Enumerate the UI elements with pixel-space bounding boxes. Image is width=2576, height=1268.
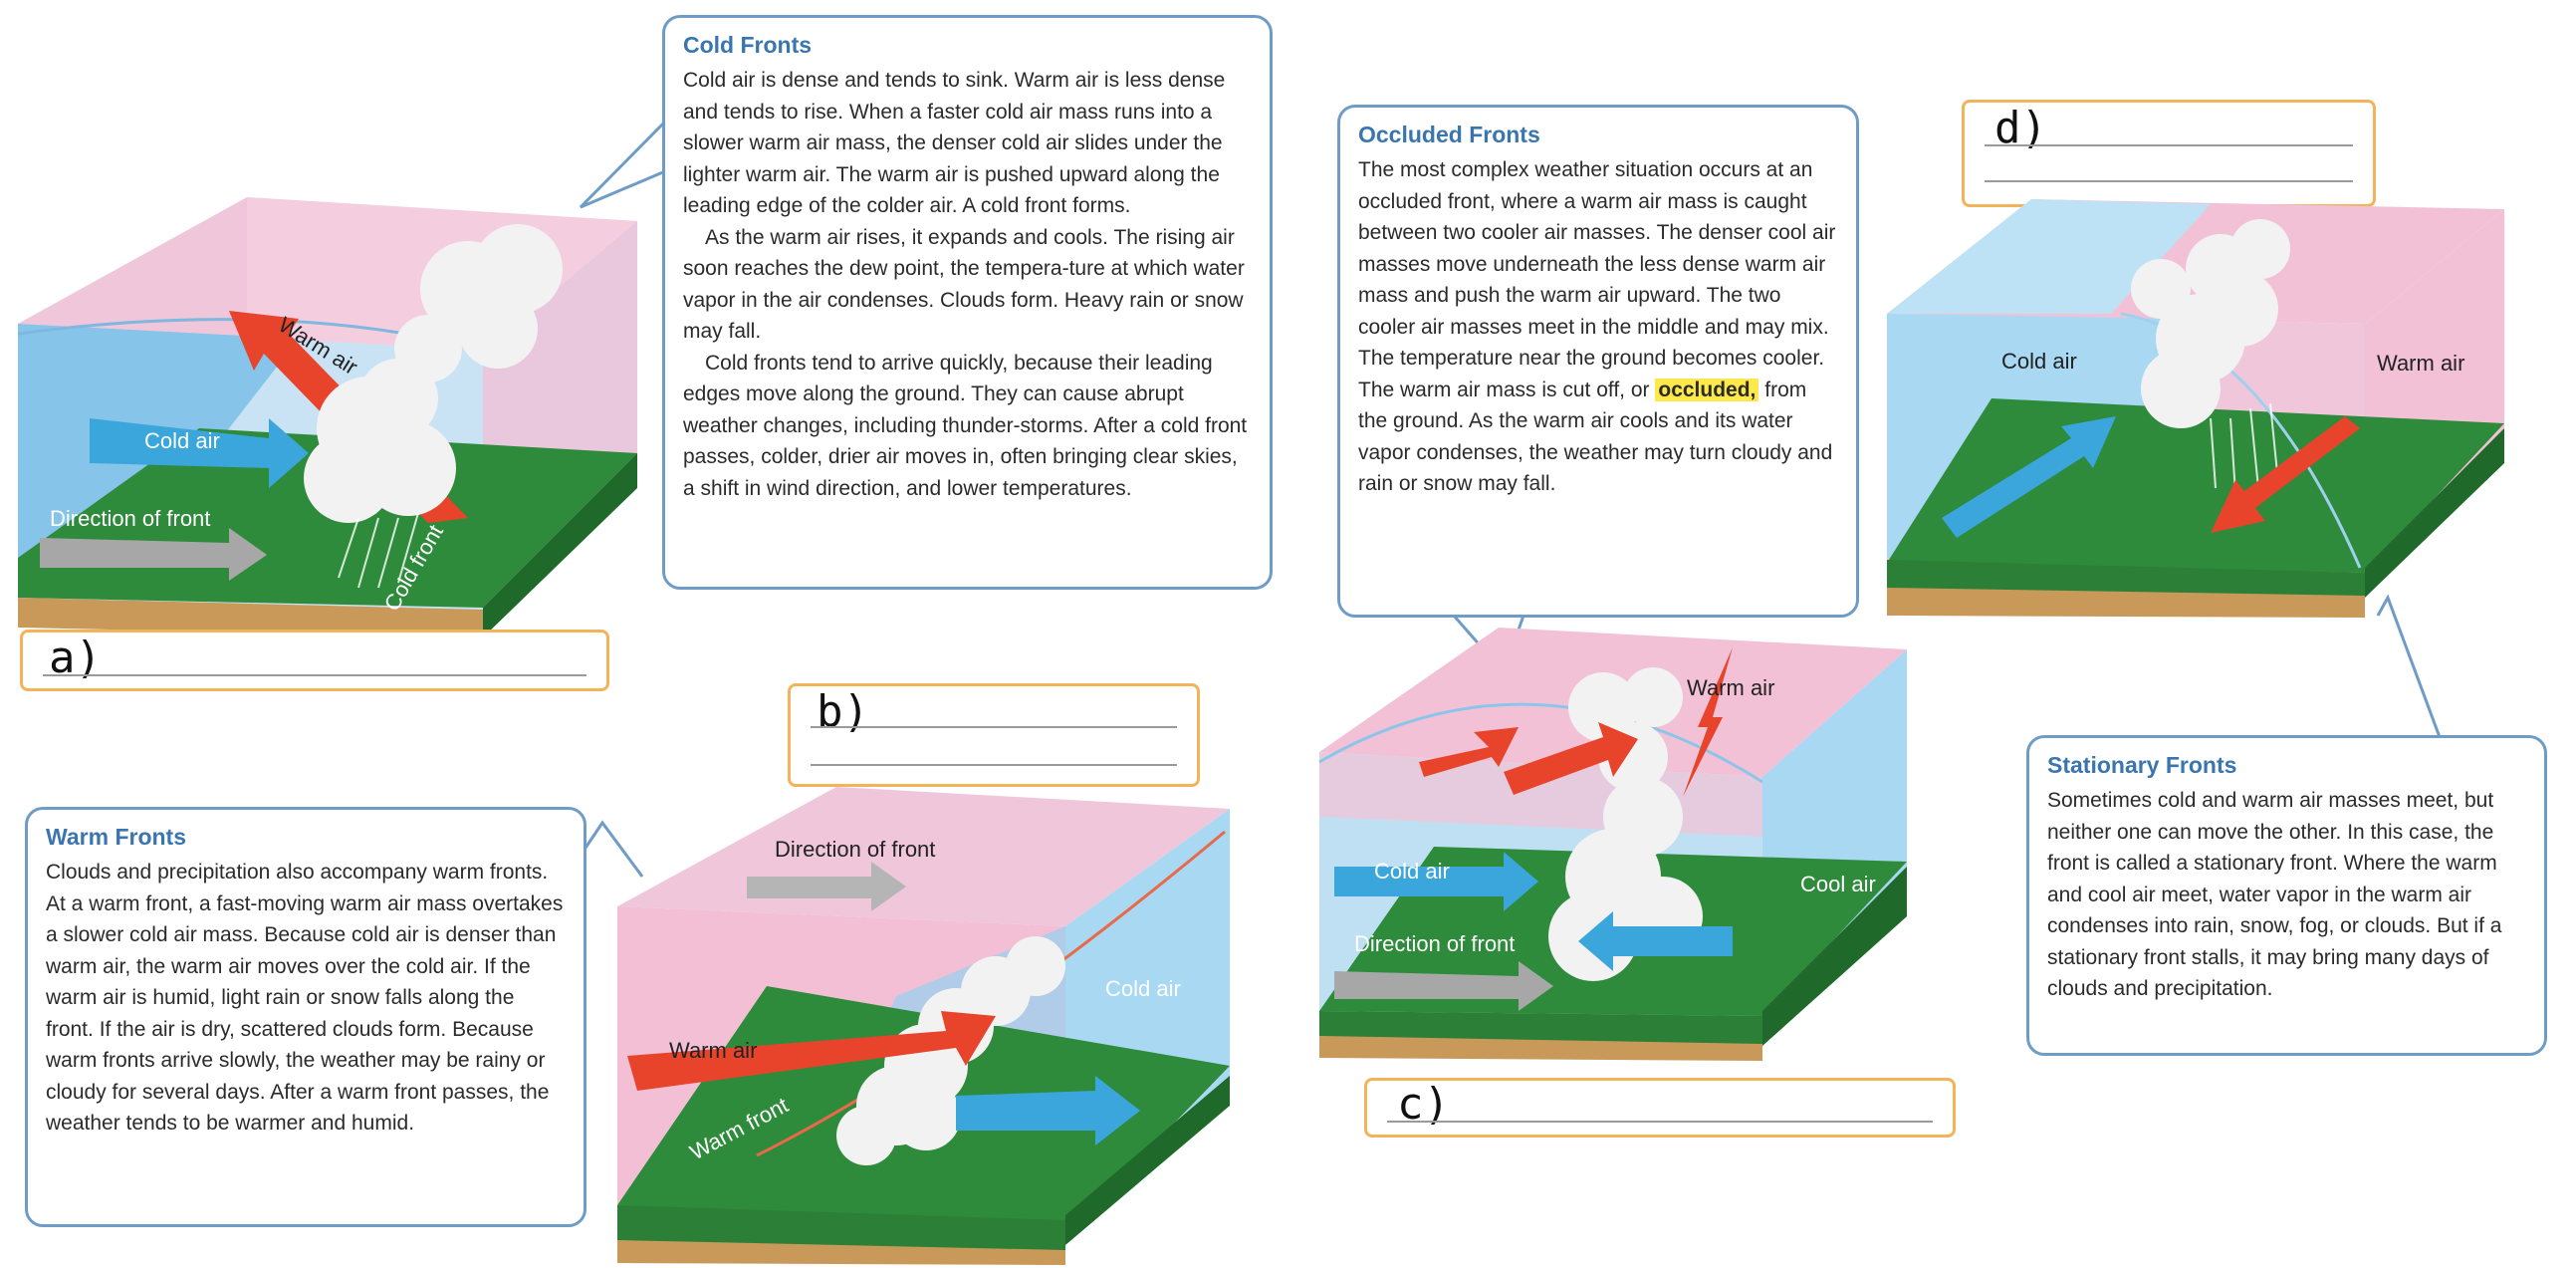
diagram-label-cold-air: Cold air bbox=[1374, 859, 1450, 884]
warm-fronts-text: Clouds and precipitation also accompany … bbox=[46, 861, 564, 1135]
occluded-text-before: The most complex weather situation occur… bbox=[1358, 158, 1836, 401]
stationary-fronts-text: Sometimes cold and warm air masses meet,… bbox=[2047, 789, 2502, 1000]
answer-box-b[interactable]: b) bbox=[788, 683, 1200, 787]
diagram-label-warm-air: Warm air bbox=[2377, 351, 2464, 376]
occluded-fronts-title: Occluded Fronts bbox=[1358, 122, 1540, 147]
answer-line-a bbox=[43, 674, 586, 676]
diagram-label-warm-air: Warm air bbox=[1687, 675, 1774, 700]
cold-fronts-paragraph-1: Cold air is dense and tends to sink. War… bbox=[683, 69, 1226, 217]
answer-line-d-1 bbox=[1985, 144, 2353, 146]
diagram-label-warm-air: Warm air bbox=[669, 1038, 757, 1063]
storm-cloud-icon bbox=[304, 224, 563, 523]
cool-air-arrow bbox=[1578, 911, 1733, 971]
warm-air-arrow-left bbox=[1504, 722, 1638, 795]
cold-fronts-paragraph-3: Cold fronts tend to arrive quickly, beca… bbox=[683, 351, 1248, 500]
cold-fronts-callout: Cold Fronts Cold air is dense and tends … bbox=[662, 15, 1273, 590]
warm-air-arrow-right bbox=[1683, 647, 1733, 797]
answer-box-a[interactable]: a) bbox=[20, 630, 609, 691]
stationary-fronts-callout: Stationary Fronts Sometimes cold and war… bbox=[2026, 735, 2547, 1056]
diagram-label-cool-air: Cool air bbox=[1800, 872, 1876, 896]
diagram-label-cold-air: Cold air bbox=[2001, 349, 2077, 374]
answer-line-b-1 bbox=[811, 726, 1177, 728]
warm-front-cloud-icon bbox=[836, 936, 1065, 1165]
diagram-label-cold-air: Cold air bbox=[1105, 976, 1181, 1001]
answer-line-d-2 bbox=[1985, 180, 2353, 182]
occluded-front-diagram: Warm air Cold air Cool air Direction of … bbox=[1318, 628, 1907, 1061]
cold-air-arrow bbox=[1942, 416, 2116, 538]
cold-air-arrow bbox=[90, 418, 309, 488]
warm-fronts-title: Warm Fronts bbox=[46, 824, 186, 850]
cold-air-arrow bbox=[956, 1076, 1140, 1145]
occluded-fronts-text: The most complex weather situation occur… bbox=[1358, 154, 1838, 500]
warm-air-arrow bbox=[2211, 416, 2360, 533]
cold-fronts-title: Cold Fronts bbox=[683, 32, 813, 58]
cold-air-arrow bbox=[1334, 852, 1538, 911]
direction-arrow bbox=[747, 862, 906, 911]
answer-line-b-2 bbox=[811, 764, 1177, 766]
diagram-label-cold-air: Cold air bbox=[144, 428, 220, 453]
stationary-fronts-title: Stationary Fronts bbox=[2047, 752, 2237, 778]
stationary-cloud-icon bbox=[2131, 219, 2290, 428]
diagram-label-direction: Direction of front bbox=[1354, 931, 1515, 956]
answer-box-c[interactable]: c) bbox=[1364, 1078, 1956, 1138]
direction-arrow bbox=[40, 528, 267, 581]
warm-air-arrow-up bbox=[1419, 727, 1519, 777]
warm-front-diagram: Direction of front Cold air Warm air War… bbox=[617, 787, 1230, 1265]
occluded-text-after: from the ground. As the warm air cools a… bbox=[1358, 378, 1833, 496]
cold-fronts-paragraph-2: As the warm air rises, it expands and co… bbox=[683, 225, 1245, 344]
diagram-label-direction: Direction of front bbox=[775, 837, 935, 862]
diagram-label-direction: Direction of front bbox=[50, 506, 210, 531]
cold-front-diagram: Warm air Cold air Direction of front Col… bbox=[17, 197, 637, 637]
occluded-fronts-callout: Occluded Fronts The most complex weather… bbox=[1337, 105, 1859, 618]
warm-air-arrow bbox=[627, 1011, 996, 1091]
answer-label-b: b) bbox=[817, 686, 869, 737]
direction-arrow bbox=[1334, 961, 1553, 1011]
warm-fronts-callout: Warm Fronts Clouds and precipitation als… bbox=[25, 807, 586, 1227]
stationary-front-diagram: Cold air Warm air bbox=[1887, 199, 2504, 618]
occluded-highlight: occluded, bbox=[1655, 378, 1759, 401]
answer-line-c bbox=[1387, 1121, 1933, 1123]
